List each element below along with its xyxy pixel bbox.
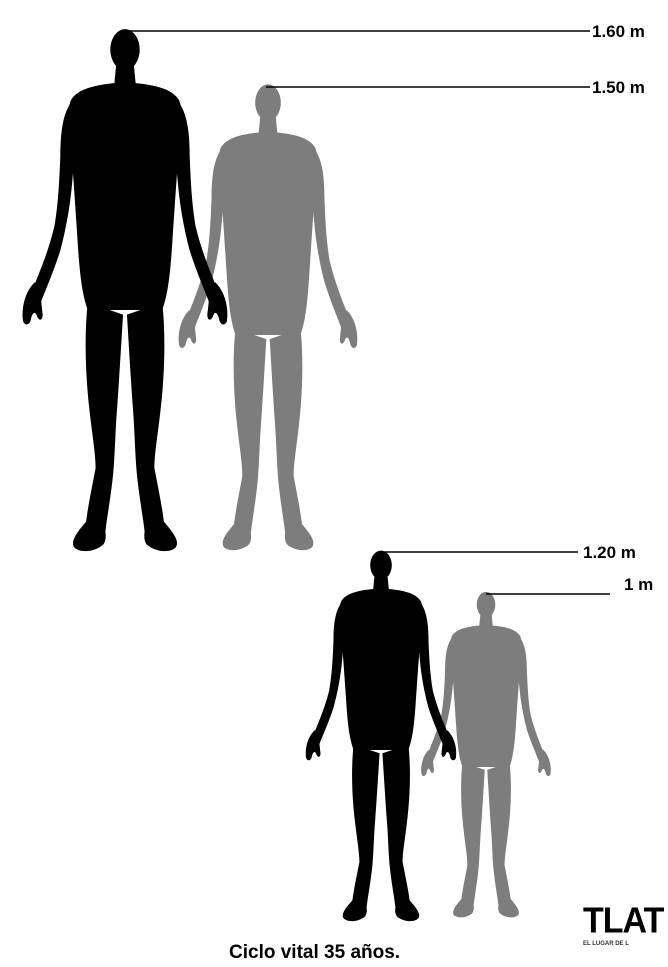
height-label-1-50: 1.50 m [592,78,645,97]
brand-logo-tagline: EL LUGAR DE L [583,941,668,948]
child-figure-1-00 [421,592,551,918]
height-label-1-20: 1.20 m [583,543,636,562]
brand-logo-mark: TLAT [583,904,668,939]
adult-figure-1-60 [23,29,228,551]
height-label-1-00: 1 m [624,575,653,594]
adult-figure-1-50 [179,84,358,550]
child-figure-1-20 [306,551,456,921]
brand-logo: TLAT EL LUGAR DE L [583,904,668,954]
figure-caption: Ciclo vital 35 años. [229,942,400,964]
height-label-1-60: 1.60 m [592,22,645,41]
